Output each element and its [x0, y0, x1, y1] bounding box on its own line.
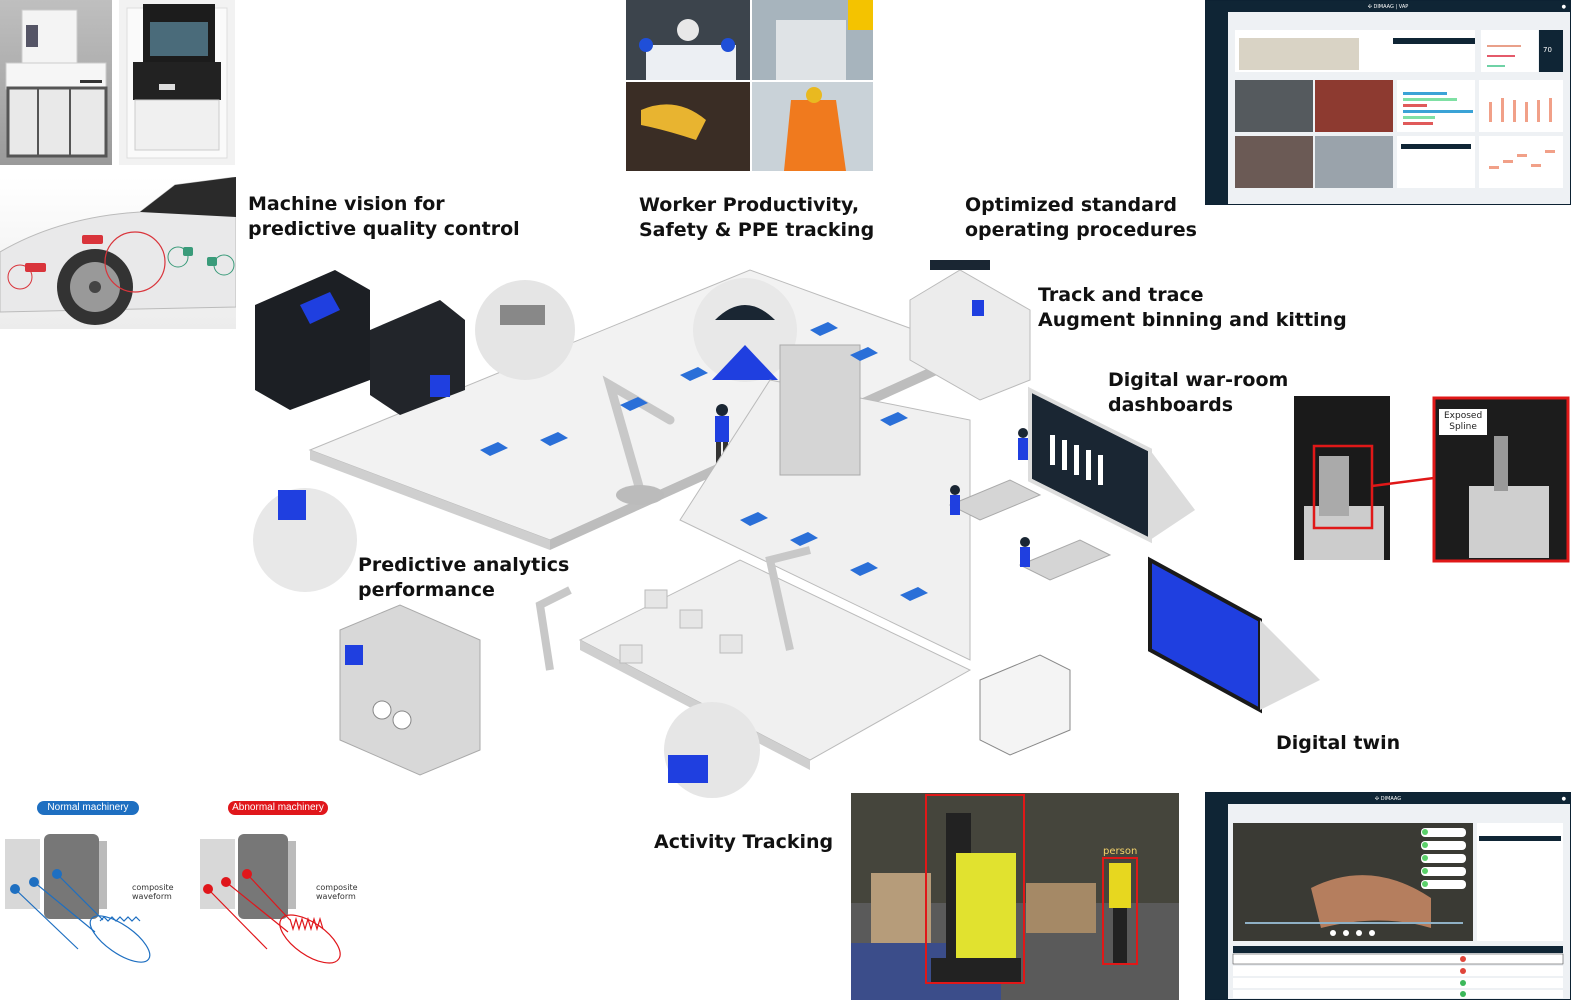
production-dashboard-screenshot: ✣ DIMAAG | VAP ● 70 — [1205, 0, 1571, 205]
dashboard-brand: DIMAAG — [1380, 795, 1402, 802]
dashboard-sidebar — [1206, 804, 1228, 999]
label-line: composite — [132, 883, 174, 892]
ok-tag — [207, 257, 217, 266]
packages — [619, 589, 743, 664]
dashboard-product: VAP — [1398, 3, 1409, 10]
label-track-trace: Track and trace Augment binning and kitt… — [1038, 283, 1347, 333]
normal-machinery-badge: Normal machinery — [37, 801, 139, 815]
motor-waveform-illustrations — [5, 834, 341, 964]
factory-floor-illustration — [253, 260, 1320, 798]
war-room-screen — [1028, 386, 1195, 544]
sop-workstation — [909, 260, 1031, 401]
label-predictive-analytics: Predictive analytics performance — [358, 553, 569, 603]
dashboard-logo-icon: ✣ — [1367, 3, 1374, 10]
callout-exposed-spline: Exposed Spline — [1439, 409, 1488, 435]
activity-dashboard-screenshot: ✣ DIMAAG ● — [1205, 792, 1571, 1000]
label-line: dashboards — [1108, 394, 1234, 416]
operator-desks — [948, 479, 1112, 581]
hand-activity-bubble — [664, 702, 760, 798]
exposed-spline-detection: Exposed Spline — [1294, 396, 1571, 564]
robot-arm-2 — [535, 546, 811, 671]
warehouse-scene — [851, 793, 1179, 1000]
vibration-analysis-diagram: Normal machinery Abnormal machinery comp… — [0, 797, 360, 997]
label-line: waveform — [132, 892, 172, 901]
composite-waveform-label: composite waveform — [316, 883, 358, 901]
ok-tag — [183, 247, 193, 256]
label-war-room: Digital war-room dashboards — [1108, 368, 1288, 418]
dashboard-sidebar — [1206, 12, 1228, 204]
label-line: Optimized standard — [965, 194, 1177, 216]
kpi-value: 70 — [1543, 46, 1552, 54]
dashboard-widgets — [1232, 823, 1564, 998]
forklift-person-detection-photo: person — [851, 793, 1179, 1000]
label-line: waveform — [316, 892, 356, 901]
label-line: Track and trace — [1038, 284, 1204, 306]
ppe-collage-illustration — [626, 0, 873, 171]
label-line: Machine vision for — [248, 193, 445, 215]
callout-line: Spline — [1449, 422, 1477, 432]
inspection-machine-photo-2 — [119, 0, 235, 165]
worker-ppe-bubble — [693, 278, 797, 382]
cnc-machine — [255, 270, 465, 415]
circuit-boards — [480, 322, 928, 601]
user-avatar-icon: ● — [1561, 795, 1566, 802]
label-line: Digital war-room — [1108, 369, 1289, 391]
label-line: performance — [358, 579, 495, 601]
label-line: Safety & PPE tracking — [639, 219, 875, 241]
spline-photos — [1294, 396, 1570, 563]
label-sop: Optimized standard operating procedures — [965, 193, 1197, 243]
label-line: predictive quality control — [248, 218, 520, 240]
detection-label-person: person — [1103, 846, 1138, 857]
digital-twin-screen — [1148, 556, 1320, 714]
aoi-machine-illustration — [126, 4, 228, 159]
defect-tag — [82, 235, 104, 244]
analytics-machine — [339, 604, 481, 776]
car-illustration — [0, 177, 236, 325]
composite-waveform-label: composite waveform — [132, 883, 174, 901]
operators — [950, 428, 1030, 567]
user-avatar-icon: ● — [1561, 3, 1566, 10]
robot-arm — [602, 375, 675, 495]
inspection-machine-photo-1 — [0, 0, 112, 165]
inspection-machine-illustration — [5, 9, 108, 158]
callout-line: Exposed — [1444, 411, 1483, 421]
label-machine-vision: Machine vision for predictive quality co… — [248, 192, 520, 242]
label-line: composite — [316, 883, 358, 892]
label-line: operating procedures — [965, 219, 1197, 241]
abnormal-machinery-badge: Abnormal machinery — [228, 801, 328, 815]
label-line: Worker Productivity, — [639, 194, 860, 216]
label-digital-twin: Digital twin — [1276, 732, 1401, 754]
label-line: Augment binning and kitting — [1038, 309, 1347, 331]
dashboard-topbar: ✣ DIMAAG ● — [1206, 793, 1570, 804]
camera-inspection-bubble — [475, 280, 575, 380]
dashboard-widgets — [1235, 30, 1563, 188]
label-worker-productivity: Worker Productivity, Safety & PPE tracki… — [639, 193, 874, 243]
conveyor-line-2 — [679, 344, 971, 661]
defect-tag — [25, 263, 47, 272]
ppe-photo-collage — [626, 0, 873, 171]
label-activity-tracking: Activity Tracking — [654, 831, 834, 853]
dashboard-brand: DIMAAG — [1373, 3, 1394, 10]
car-defect-detection-photo — [0, 177, 236, 329]
camera-icon — [500, 305, 545, 325]
label-line: Predictive analytics — [358, 554, 570, 576]
3d-printer — [979, 654, 1071, 756]
dashboard-logo-icon: ✣ — [1374, 795, 1381, 802]
dashboard-topbar: ✣ DIMAAG | VAP ● — [1206, 1, 1570, 12]
